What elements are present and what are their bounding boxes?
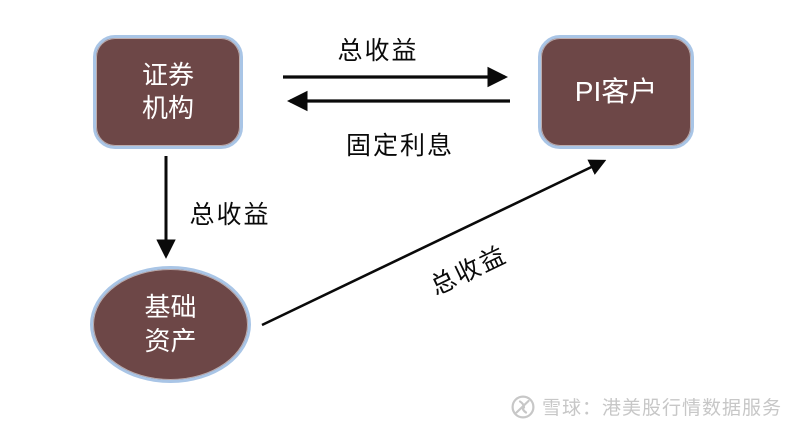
node-underlying-label-line2: 资产 [144,325,197,356]
node-underlying-label-line1: 基础 [144,292,197,323]
watermark-text: 雪球：港美股行情数据服务 [541,398,782,419]
node-underlying-assets: 基础 资产 [90,266,251,383]
xueqiu-logo-icon [511,395,535,418]
node-securities-label-line1: 证券 [141,59,194,90]
edge-label-total-return-top: 总收益 [337,37,419,65]
edge-label-fixed-interest: 固定利息 [345,132,454,160]
arrow-underlying-to-pi [261,159,607,327]
node-securities-institution: 证券 机构 [93,35,243,149]
node-securities-label-line2: 机构 [141,93,194,123]
edge-label-total-return-down: 总收益 [189,201,271,229]
node-pi-client-label: PI客户 [574,76,658,108]
watermark: 雪球：港美股行情数据服务 [511,393,782,420]
node-pi-client: PI客户 [538,35,694,149]
